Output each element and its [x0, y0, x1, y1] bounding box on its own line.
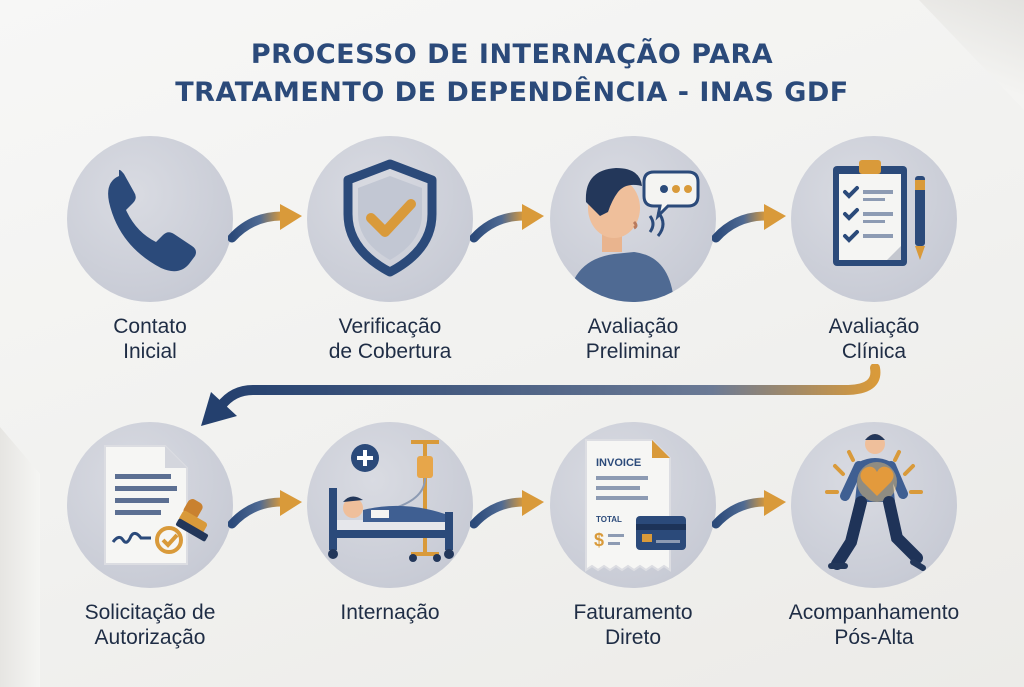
step-circle: INVOICE TOTAL $ [550, 422, 716, 588]
title-line-1: PROCESSO DE INTERNAÇÃO PARA [250, 39, 774, 70]
step-label: Contato Inicial [60, 314, 240, 364]
step-circle [67, 422, 233, 588]
document-stamp-icon [104, 445, 208, 565]
step-contato-inicial: Contato Inicial [60, 136, 240, 364]
hospital-bed-icon [328, 440, 454, 562]
arrow-right-5 [470, 490, 544, 529]
walking-heart-icon [825, 434, 926, 571]
currency-symbol: $ [594, 530, 604, 550]
step-circle [791, 136, 957, 302]
step-acompanhamento-pos-alta: Acompanhamento Pós-Alta [784, 422, 964, 650]
step-circle [550, 136, 716, 302]
phone-icon [108, 169, 196, 272]
paper-fold-bottom-left [0, 427, 40, 687]
invoice-total-text: TOTAL [596, 515, 622, 524]
step-label-line-1: Solicitação de [84, 601, 216, 624]
step-label-line-1: Internação [340, 601, 440, 624]
step-circle [67, 136, 233, 302]
step-verificacao-cobertura: Verificação de Cobertura [300, 136, 480, 364]
step-label-line-1: Avaliação [587, 315, 679, 338]
return-arrow [201, 364, 881, 426]
step-label-line-2: Pós-Alta [834, 626, 914, 649]
step-label-line-2: Autorização [94, 626, 206, 649]
step-label-line-2: Inicial [123, 340, 177, 363]
arrow-right-6 [712, 490, 786, 529]
arrow-right-1 [228, 204, 302, 243]
step-circle [791, 422, 957, 588]
step-label: Verificação de Cobertura [300, 314, 480, 364]
step-label: Avaliação Clínica [784, 314, 964, 364]
step-label-line-2: de Cobertura [328, 340, 452, 363]
step-label-line-2: Clínica [841, 340, 907, 363]
step-label: Faturamento Direto [543, 600, 723, 650]
title-line-2: TRATAMENTO DE DEPENDÊNCIA - INAS GDF [175, 77, 849, 108]
step-label-line-1: Acompanhamento [788, 601, 960, 624]
person-speaking-icon [568, 168, 700, 302]
step-circle [307, 136, 473, 302]
diagram-title: PROCESSO DE INTERNAÇÃO PARA TRATAMENTO D… [0, 36, 1024, 112]
step-label-line-1: Avaliação [828, 315, 920, 338]
step-label: Internação [300, 600, 480, 625]
step-label-line-2: Preliminar [585, 340, 681, 363]
step-internacao: Internação [300, 422, 480, 625]
invoice-header-text: INVOICE [596, 457, 641, 469]
arrow-right-3 [712, 204, 786, 243]
shield-check-icon [343, 159, 437, 277]
invoice-card-icon: INVOICE TOTAL $ [585, 439, 686, 572]
arrow-right-2 [470, 204, 544, 243]
step-circle [307, 422, 473, 588]
step-avaliacao-clinica: Avaliação Clínica [784, 136, 964, 364]
step-avaliacao-preliminar: Avaliação Preliminar [543, 136, 723, 364]
step-label-line-1: Verificação [338, 315, 442, 338]
step-faturamento-direto: INVOICE TOTAL $ Faturamento Direto [543, 422, 723, 650]
arrow-right-4 [228, 490, 302, 529]
step-label: Acompanhamento Pós-Alta [784, 600, 964, 650]
clipboard-checklist-icon [833, 160, 925, 266]
step-label: Avaliação Preliminar [543, 314, 723, 364]
step-label: Solicitação de Autorização [60, 600, 240, 650]
step-label-line-1: Faturamento [573, 601, 693, 624]
step-label-line-1: Contato [113, 315, 187, 338]
step-label-line-2: Direto [604, 626, 662, 649]
step-solicitacao-autorizacao: Solicitação de Autorização [60, 422, 240, 650]
